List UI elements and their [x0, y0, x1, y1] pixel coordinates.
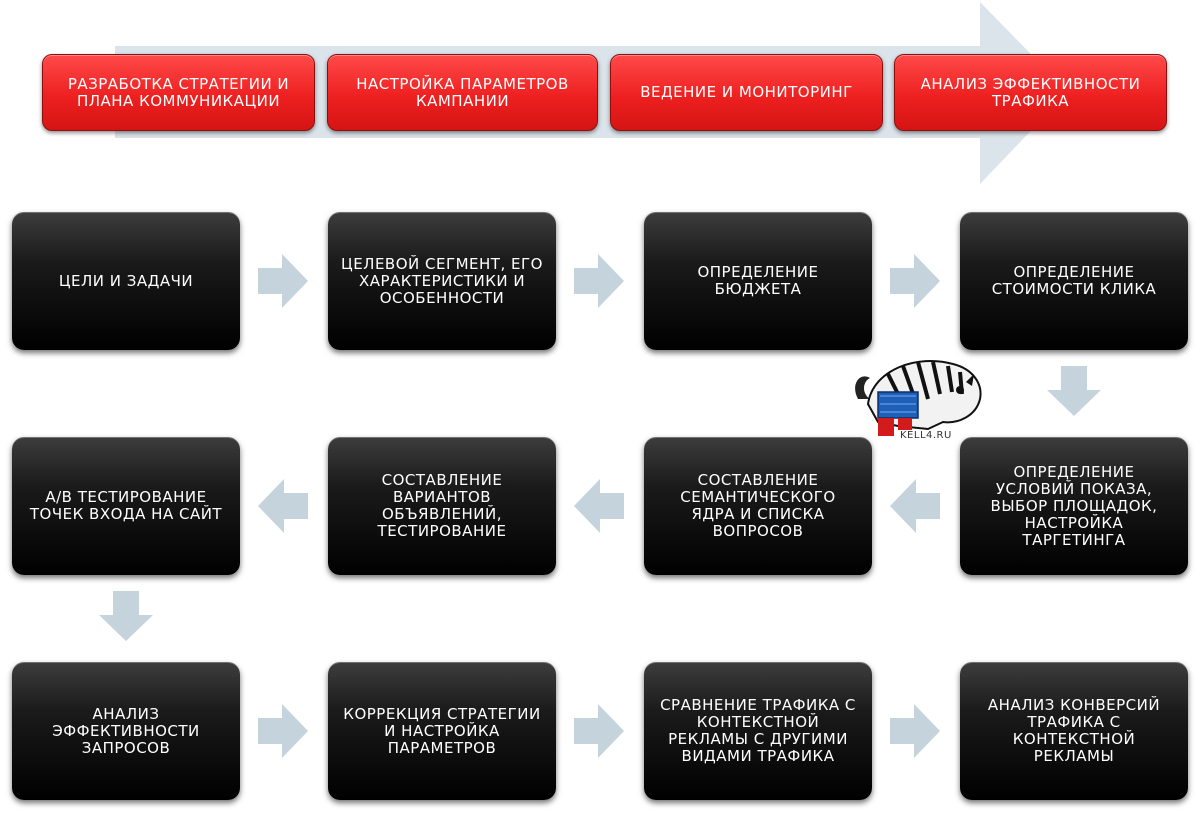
step-strategy-correction: Коррекция стратегии и настройка параметр…: [328, 662, 556, 800]
phase-campaign-setup: Настройка параметров кампании: [327, 54, 598, 131]
arrow-down-icon: [99, 591, 153, 641]
phase-label: Анализ эффективности трафика: [920, 74, 1141, 110]
step-label: Коррекция стратегии и настройка параметр…: [343, 704, 541, 757]
phase-label: Разработка стратегии и плана коммуникаци…: [67, 74, 290, 110]
phase-label: Настройка параметров кампании: [356, 74, 569, 110]
step-label: Определение бюджета: [697, 263, 819, 298]
arrow-right-icon: [258, 254, 308, 308]
phase-strategy: Разработка стратегии и плана коммуникаци…: [42, 54, 315, 131]
step-click-cost: Определение стоимости клика: [960, 212, 1188, 350]
step-ad-variants: Составление вариантов объявлений, тестир…: [328, 437, 556, 575]
step-label: Цели и задачи: [58, 271, 194, 290]
arrow-left-icon: [890, 479, 940, 533]
step-targeting: Определение условий показа, выбор площад…: [960, 437, 1188, 575]
arrow-left-icon: [574, 479, 624, 533]
step-label: Составление семантического ядра и списка…: [680, 471, 836, 540]
step-label: Определение стоимости клика: [991, 263, 1157, 298]
arrow-right-icon: [890, 704, 940, 758]
phase-traffic-analysis: Анализ эффективности трафика: [894, 54, 1167, 131]
step-label: Анализ конверсий трафика с контекстной р…: [987, 696, 1161, 765]
arrow-right-icon: [574, 704, 624, 758]
step-label: A/B тестирование точек входа на сайт: [29, 488, 223, 523]
step-label: Анализ эффективности запросов: [52, 704, 200, 757]
step-budget: Определение бюджета: [644, 212, 872, 350]
arrow-left-icon: [258, 479, 308, 533]
arrow-down-icon: [1047, 366, 1101, 416]
step-ab-testing: A/B тестирование точек входа на сайт: [12, 437, 240, 575]
step-traffic-comparison: Сравнение трафика с контекстной рекламы …: [644, 662, 872, 800]
step-semantic-core: Составление семантического ядра и списка…: [644, 437, 872, 575]
phase-label: Ведение и мониторинг: [640, 83, 853, 101]
step-conversion-analysis: Анализ конверсий трафика с контекстной р…: [960, 662, 1188, 800]
step-label: Составление вариантов объявлений, тестир…: [377, 471, 507, 540]
step-label: Определение условий показа, выбор площад…: [990, 462, 1158, 549]
step-target-segment: Целевой сегмент, его характеристики и ос…: [328, 212, 556, 350]
cat-mascot-icon: [855, 359, 982, 436]
arrow-right-icon: [574, 254, 624, 308]
step-query-analysis: Анализ эффективности запросов: [12, 662, 240, 800]
phase-monitoring: Ведение и мониторинг: [610, 54, 883, 131]
step-label: Целевой сегмент, его характеристики и ос…: [341, 254, 543, 307]
watermark-label: KELL4.RU: [900, 430, 952, 441]
arrow-right-icon: [890, 254, 940, 308]
step-goals: Цели и задачи: [12, 212, 240, 350]
arrow-right-icon: [258, 704, 308, 758]
step-label: Сравнение трафика с контекстной рекламы …: [660, 696, 856, 765]
